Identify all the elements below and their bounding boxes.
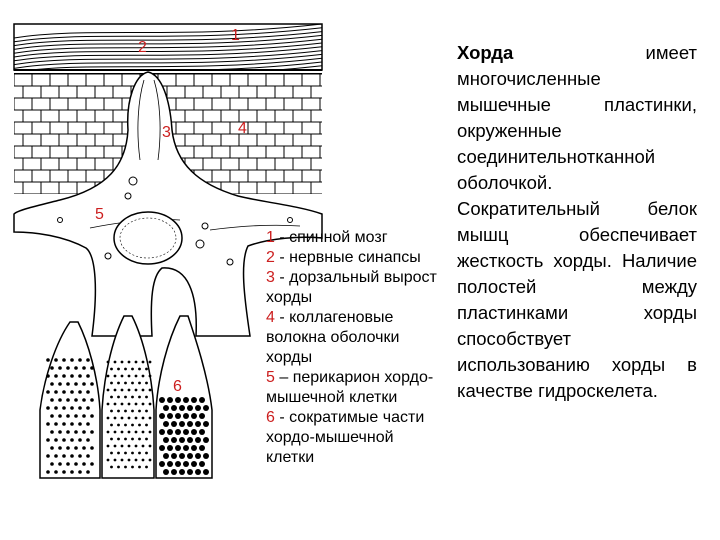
label-3: 3 <box>162 124 171 141</box>
legend-item: 2 - нервные синапсы <box>266 249 421 266</box>
label-2: 2 <box>138 39 147 56</box>
legend-item: 1 - спинной мозг <box>266 229 388 246</box>
label-6: 6 <box>173 378 182 395</box>
contractile-part <box>101 315 155 479</box>
label-5: 5 <box>95 206 104 223</box>
legend-item: 5 – перикарион хордо-мышечной клетки <box>266 369 434 406</box>
legend: 1 - спинной мозг 2 - нервные синапсы 3 -… <box>266 228 438 468</box>
label-1: 1 <box>231 27 240 44</box>
description-text: Хорда имеет многочисленные мышечные плас… <box>457 40 697 404</box>
legend-item: 6 - сократимые части хордо-мышечной клет… <box>266 409 425 466</box>
contractile-parts <box>39 315 213 479</box>
perikaryon-nucleus <box>113 211 183 265</box>
label-4: 4 <box>238 120 247 137</box>
description-body: имеет многочисленные мышечные пластинки,… <box>457 42 697 401</box>
contractile-part <box>155 315 213 479</box>
description-lead: Хорда <box>457 42 514 63</box>
contractile-part <box>39 321 101 479</box>
legend-item: 3 - дорзальный вырост хорды <box>266 269 437 306</box>
spinal-cord-region <box>13 23 323 75</box>
legend-item: 4 - коллагеновые волокна оболочки хорды <box>266 309 400 366</box>
